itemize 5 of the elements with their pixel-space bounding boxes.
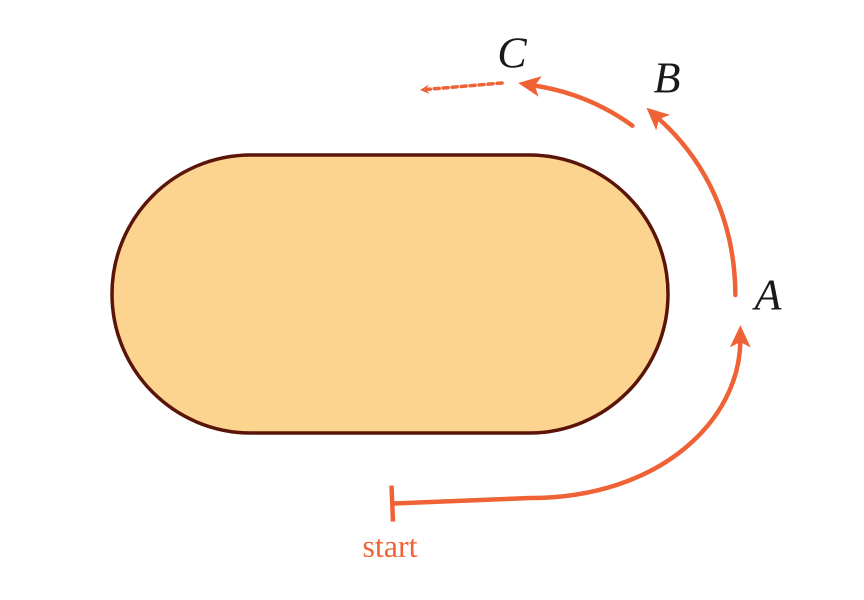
point-label: B [654, 64, 680, 92]
track-shape [110, 153, 670, 435]
start-label: start [364, 538, 418, 558]
point-label: C [500, 38, 528, 68]
point-label: A [752, 280, 782, 310]
